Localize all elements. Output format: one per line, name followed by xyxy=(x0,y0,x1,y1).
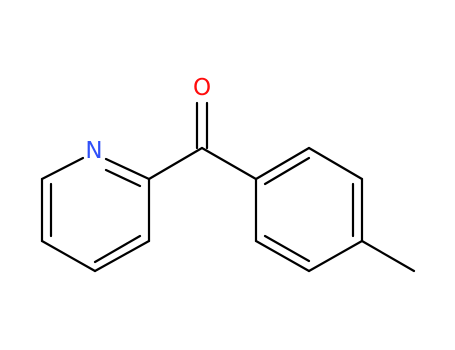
bond-pyr-c6-n xyxy=(40,156,85,181)
bond-pyr-c4-c5 xyxy=(40,239,97,273)
bond-tol-c5-c6-inner xyxy=(263,234,311,263)
nitrogen-atom-label: N xyxy=(85,138,102,164)
bond-pyr-n-c2 xyxy=(104,157,151,181)
bond-tol-c4-c5 xyxy=(307,239,364,273)
bond-methyl xyxy=(360,239,416,273)
bond-tol-c1-c2 xyxy=(254,146,311,181)
bond-pyr-c3-c4 xyxy=(93,239,151,273)
bond-tol-c5-c6 xyxy=(254,239,311,273)
atom-labels: O N xyxy=(85,75,211,164)
bond-tol-c2-c3 xyxy=(307,146,364,181)
bond-carbonyl-tolyl xyxy=(200,146,258,181)
bond-carbonyl-pyridine xyxy=(147,146,204,181)
bond-tol-c1-c2-inner xyxy=(263,156,311,186)
bond-pyr-c3-c4-inner xyxy=(93,234,142,264)
bond-pyr-n-c2-inner xyxy=(104,168,142,188)
bonds xyxy=(40,101,416,273)
oxygen-atom-label: O xyxy=(193,75,211,101)
